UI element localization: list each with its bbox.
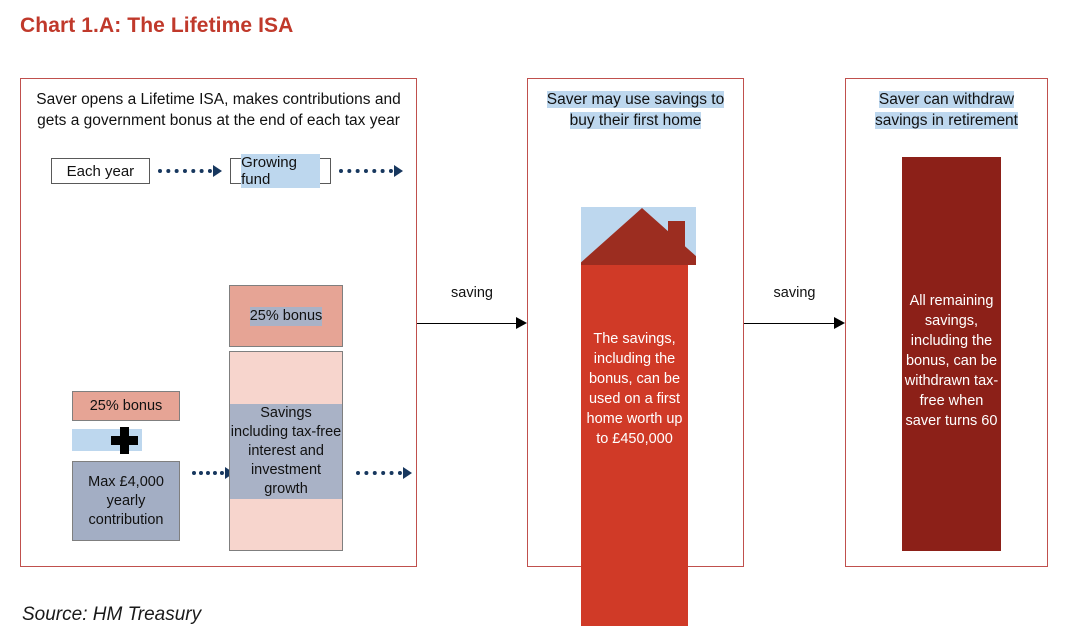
bar-first-home-savings: The savings, including the bonus, can be… (581, 265, 688, 626)
bar-retirement-savings-label: All remaining savings, including the bon… (904, 293, 999, 429)
box-each-year-label: Each year (66, 162, 135, 180)
dotted-arrow-head (403, 467, 412, 479)
bar-first-home-savings-label: The savings, including the bonus, can be… (586, 331, 683, 447)
page-title: Chart 1.A: The Lifetime ISA (20, 14, 294, 37)
dotted-arrow-right-icon (356, 467, 412, 479)
connector-arrow-head (834, 317, 845, 329)
panel-accumulation: Saver opens a Lifetime ISA, makes contri… (20, 78, 417, 567)
box-max-contribution-label: Max £4,000 yearly contribution (88, 473, 164, 528)
connector-saving-1-label: saving (451, 285, 493, 301)
panel-first-home: Saver may use savings to buy their first… (527, 78, 744, 626)
box-each-year[interactable]: Each year (51, 158, 150, 184)
box-bonus-growth: 25% bonus (229, 285, 343, 347)
box-savings-growth: Savings including tax-free interest and … (229, 351, 343, 551)
box-max-contribution: Max £4,000 yearly contribution (72, 461, 180, 541)
dotted-arrow-head (213, 165, 223, 177)
connector-saving-2: saving (744, 285, 845, 335)
connector-saving-2-label: saving (773, 285, 816, 301)
box-bonus-left: 25% bonus (72, 391, 180, 421)
plus-icon (109, 425, 139, 455)
connector-arrow-head (516, 317, 527, 329)
dotted-arrow-head (394, 165, 403, 177)
house-icon (581, 207, 696, 265)
source-note: Source: HM Treasury (22, 604, 202, 625)
panel-2-heading-text: Saver may use savings to buy their first… (546, 91, 725, 129)
dotted-arrow-line (192, 471, 224, 475)
panel-1-heading-text: Saver opens a Lifetime ISA, makes contri… (36, 91, 401, 129)
dotted-arrow-right-icon (192, 467, 234, 479)
connector-arrow-line (417, 323, 518, 324)
dotted-arrow-line (157, 169, 213, 173)
flow-row-yearly: Each year Growing fund (51, 154, 411, 188)
connector-arrow-line (744, 323, 836, 324)
box-savings-growth-label: Savings including tax-free interest and … (230, 404, 342, 499)
dotted-arrow-right-icon (338, 165, 403, 177)
box-growing-fund[interactable]: Growing fund (230, 154, 331, 188)
box-growing-fund-label: Growing fund (241, 154, 320, 188)
dotted-arrow-line (338, 169, 393, 173)
panel-retirement: Saver can withdraw savings in retirement… (845, 78, 1048, 567)
panel-1-heading: Saver opens a Lifetime ISA, makes contri… (35, 89, 402, 131)
connector-saving-1: saving (417, 285, 527, 335)
panel-3-heading-text: Saver can withdraw savings in retirement (874, 91, 1018, 129)
house-chimney-shape (668, 221, 685, 263)
dotted-arrow-right-icon (157, 165, 223, 177)
panel-3-heading: Saver can withdraw savings in retirement (854, 89, 1039, 131)
dotted-arrow-line (356, 471, 402, 475)
box-bonus-left-label: 25% bonus (89, 397, 163, 414)
box-bonus-growth-label: 25% bonus (249, 306, 323, 326)
bar-retirement-savings: All remaining savings, including the bon… (902, 157, 1001, 551)
panel-2-heading: Saver may use savings to buy their first… (536, 89, 735, 131)
